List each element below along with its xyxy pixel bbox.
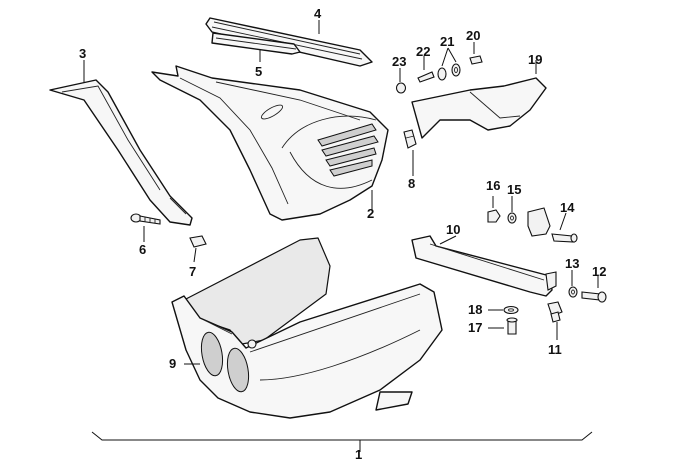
- callout-2: 2: [367, 206, 374, 221]
- callout-12: 12: [592, 264, 606, 279]
- callout-18: 18: [468, 302, 482, 317]
- callout-7: 7: [189, 264, 196, 279]
- part-13-washer: [568, 286, 578, 298]
- leader-lines: [83, 20, 599, 452]
- callout-11: 11: [548, 342, 562, 357]
- part-7-clip: [189, 235, 207, 248]
- callout-22: 22: [416, 44, 430, 59]
- part-15-washer: [507, 212, 517, 224]
- part-20-pin: [469, 55, 483, 65]
- callout-1: 1: [355, 447, 362, 461]
- part-9-lower-fairing: [171, 237, 443, 419]
- part-16-nut: [487, 209, 501, 223]
- callout-17: 17: [468, 320, 482, 335]
- part-22-pin: [417, 71, 435, 83]
- part-18-washer: [503, 305, 519, 315]
- callout-21: 21: [440, 34, 454, 49]
- callout-6: 6: [139, 242, 146, 257]
- callout-15: 15: [507, 182, 521, 197]
- callout-9: 9: [169, 356, 176, 371]
- callout-8: 8: [408, 176, 415, 191]
- part-2-side-fairing: [151, 65, 389, 221]
- part-17-screw: [506, 317, 518, 335]
- part-14-holder: [527, 207, 578, 243]
- callout-5: 5: [255, 64, 262, 79]
- callout-13: 13: [565, 256, 579, 271]
- callout-20: 20: [466, 28, 480, 43]
- callout-labels: 4 5 3 2 6 7 8 9 10 11 12 13 14 15 16 17 …: [79, 6, 606, 461]
- callout-4: 4: [314, 6, 322, 21]
- part-4-grille-strip: [205, 17, 373, 67]
- callout-3: 3: [79, 46, 86, 61]
- part-19-panel: [411, 77, 547, 139]
- callout-10: 10: [446, 222, 460, 237]
- callout-16: 16: [486, 178, 500, 193]
- part-5-trim-strip: [211, 32, 301, 55]
- callout-14: 14: [560, 200, 575, 215]
- part-23-sleeve: [395, 82, 407, 94]
- part-21-bushings: [437, 63, 461, 81]
- part-10-bracket: [411, 235, 557, 297]
- part-6-screw: [130, 213, 161, 225]
- part-11-bolt: [547, 301, 563, 323]
- part-8-clip: [403, 129, 417, 149]
- part-12-bolt: [581, 291, 607, 303]
- callout-19: 19: [528, 52, 542, 67]
- callout-23: 23: [392, 54, 406, 69]
- part-3-side-trim: [49, 79, 193, 226]
